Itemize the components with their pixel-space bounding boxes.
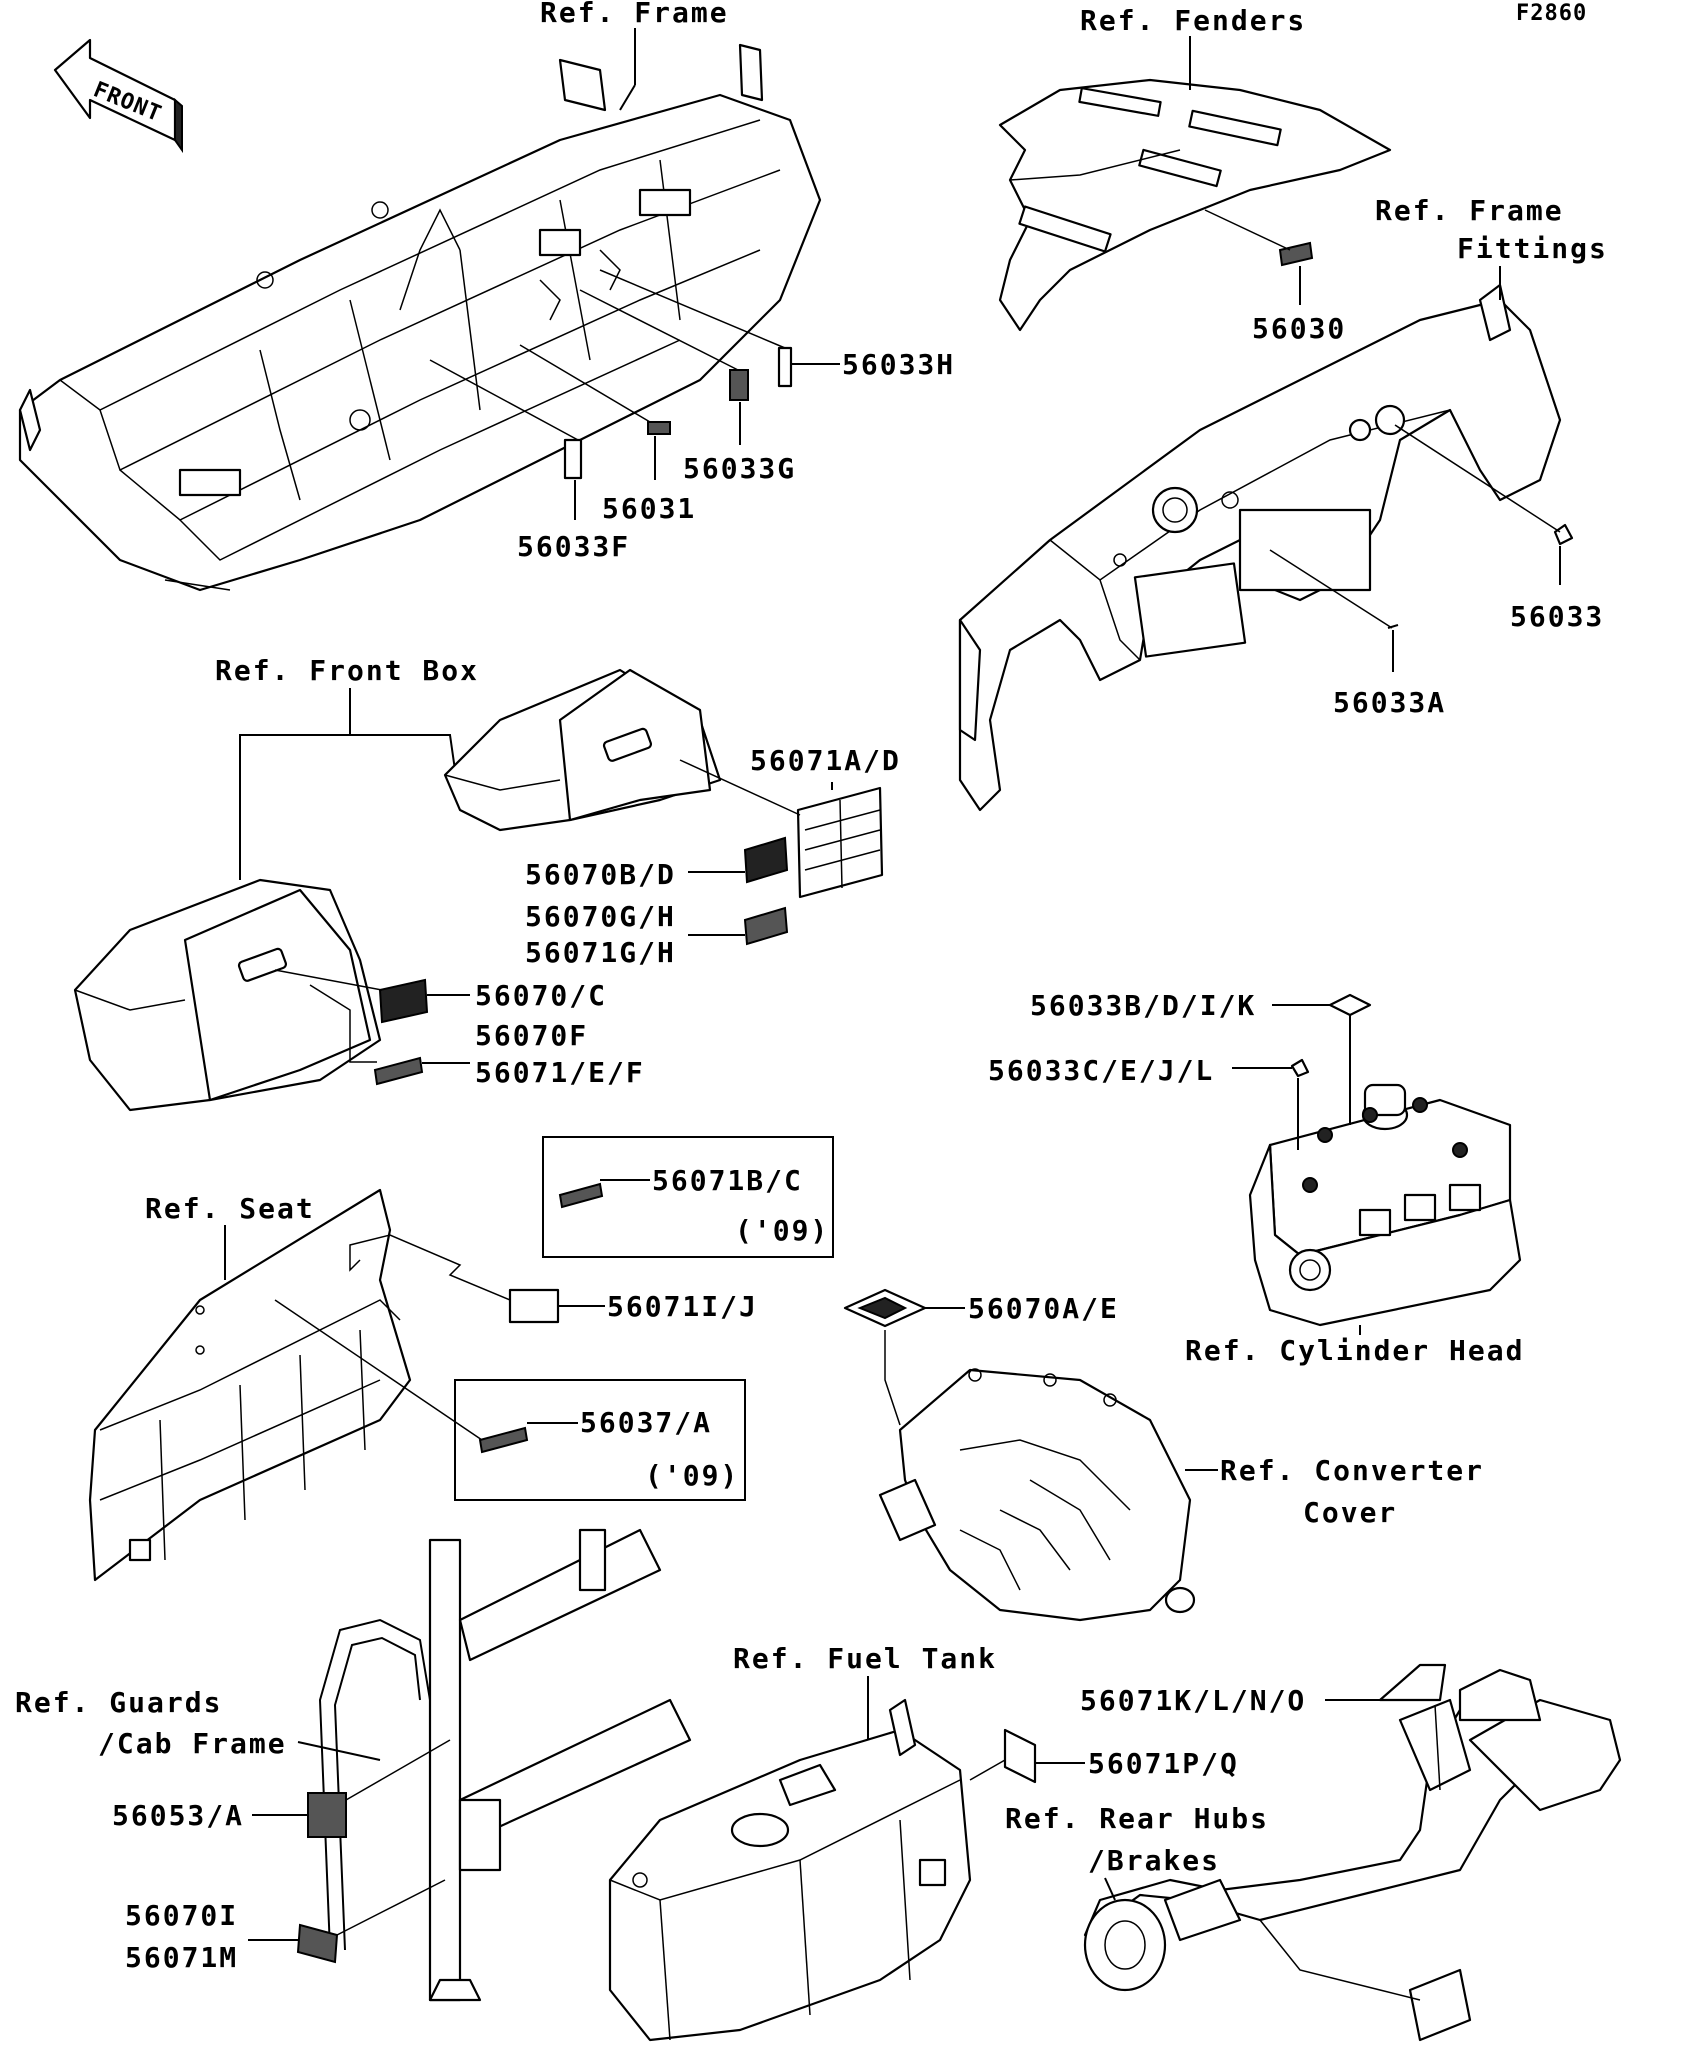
seat-drawing (88, 1188, 412, 1582)
label-56070I: 56070I 56071M (125, 1879, 446, 1974)
boxed-56037A (454, 1379, 746, 1501)
svg-text:56037/A: 56037/A (580, 1406, 712, 1439)
ref-fenders-label: Ref. Fenders (1080, 4, 1306, 37)
rear-hubs-drawing (1083, 1668, 1622, 2042)
ref-frame-label: Ref. Frame (540, 0, 729, 29)
svg-text:56033C/E/J/L: 56033C/E/J/L (988, 1054, 1214, 1087)
label-56053A: 56053/A (112, 1739, 451, 1838)
front-box-lower-drawing (73, 878, 382, 1112)
svg-text:56070G/H: 56070G/H (525, 900, 676, 933)
label-56071KLNO: 56071K/L/N/O (1080, 1663, 1447, 1791)
cylinder-head-drawing (1248, 1083, 1522, 1327)
ref-frame-fittings-label-1: Ref. Frame (1375, 194, 1564, 227)
label-56070F: 56070F 56071/E/F (309, 984, 645, 1089)
converter-cover-drawing (878, 1368, 1196, 1622)
boxed-56071BC (542, 1136, 834, 1258)
ref-guards-label-2: /Cab Frame (98, 1727, 287, 1760)
label-56033BDIK: 56033B/D/I/K (1030, 989, 1372, 1125)
label-56031: 56031 (519, 344, 696, 525)
svg-text:56071/E/F: 56071/E/F (475, 1056, 645, 1089)
ref-fuel-tank-label: Ref. Fuel Tank (733, 1642, 997, 1675)
svg-text:56033H: 56033H (842, 348, 955, 381)
svg-text:56070A/E: 56070A/E (968, 1292, 1119, 1325)
front-arrow-icon: FRONT (53, 38, 183, 154)
svg-text:56071K/L/N/O: 56071K/L/N/O (1080, 1684, 1306, 1717)
label-56070C: 56070/C (274, 969, 607, 1024)
label-56071IJ: 56071I/J (349, 1234, 758, 1324)
guards-cab-frame-drawing (318, 1528, 692, 2002)
ref-seat-label: Ref. Seat (145, 1192, 315, 1225)
svg-text:56033: 56033 (1510, 600, 1604, 633)
label-56070GH: 56070G/H 56071G/H (525, 900, 789, 969)
ref-rear-hubs-label-1: Ref. Rear Hubs (1005, 1802, 1269, 1835)
figure-code: F2860 (1516, 1, 1587, 26)
label-56033A: 56033A (1269, 549, 1446, 719)
label-56033G: 56033G (579, 289, 796, 485)
svg-text:56070/C: 56070/C (475, 979, 607, 1012)
svg-text:56033B/D/I/K: 56033B/D/I/K (1030, 989, 1256, 1022)
svg-text:56071A/D: 56071A/D (750, 744, 901, 777)
svg-text:56031: 56031 (602, 492, 696, 525)
svg-text:56053/A: 56053/A (112, 1799, 244, 1832)
ref-converter-label-2: Cover (1303, 1496, 1397, 1529)
label-56071AD: 56071A/D (679, 744, 901, 899)
fuel-tank-drawing (608, 1698, 972, 2042)
ref-front-box-label: Ref. Front Box (215, 654, 479, 687)
svg-text:56070I: 56070I (125, 1899, 238, 1932)
svg-text:56033G: 56033G (683, 452, 796, 485)
svg-text:56071M: 56071M (125, 1941, 238, 1974)
svg-text:56071B/C: 56071B/C (652, 1164, 803, 1197)
label-56033H: 56033H (599, 269, 955, 388)
label-56030: 56030 (1204, 209, 1346, 345)
label-56033F: 56033F (429, 359, 630, 563)
label-56033CEJL: 56033C/E/J/L (988, 1054, 1310, 1150)
label-56070BD: 56070B/D (525, 836, 789, 891)
ref-frame-fittings-label-2: Fittings (1457, 232, 1608, 265)
svg-text:('09): ('09) (735, 1214, 829, 1247)
frame-fittings-drawing (958, 283, 1562, 812)
svg-text:56033F: 56033F (517, 530, 630, 563)
label-56033: 56033 (1394, 424, 1604, 633)
ref-cylinder-head-label: Ref. Cylinder Head (1185, 1334, 1524, 1367)
svg-text:56030: 56030 (1252, 312, 1346, 345)
svg-text:56071G/H: 56071G/H (525, 936, 676, 969)
svg-text:56070B/D: 56070B/D (525, 858, 676, 891)
svg-text:56033A: 56033A (1333, 686, 1446, 719)
frame-drawing (18, 43, 822, 592)
front-box-upper-drawing (443, 668, 722, 832)
svg-text:56071P/Q: 56071P/Q (1088, 1747, 1239, 1780)
svg-text:56070F: 56070F (475, 1019, 588, 1052)
svg-text:('09): ('09) (645, 1459, 739, 1492)
label-56071PQ: 56071P/Q (969, 1728, 1239, 1784)
label-56037A: 56037/A ('09) (274, 1299, 739, 1492)
ref-guards-label-1: Ref. Guards (15, 1686, 222, 1719)
svg-text:56071I/J: 56071I/J (607, 1290, 758, 1323)
label-56070AE: 56070A/E (843, 1288, 1119, 1426)
fenders-drawing (998, 78, 1392, 332)
label-56071BC: 56071B/C ('09) (558, 1164, 829, 1247)
ref-rear-hubs-label-2: /Brakes (1088, 1844, 1220, 1877)
ref-converter-label-1: Ref. Converter (1220, 1454, 1484, 1487)
